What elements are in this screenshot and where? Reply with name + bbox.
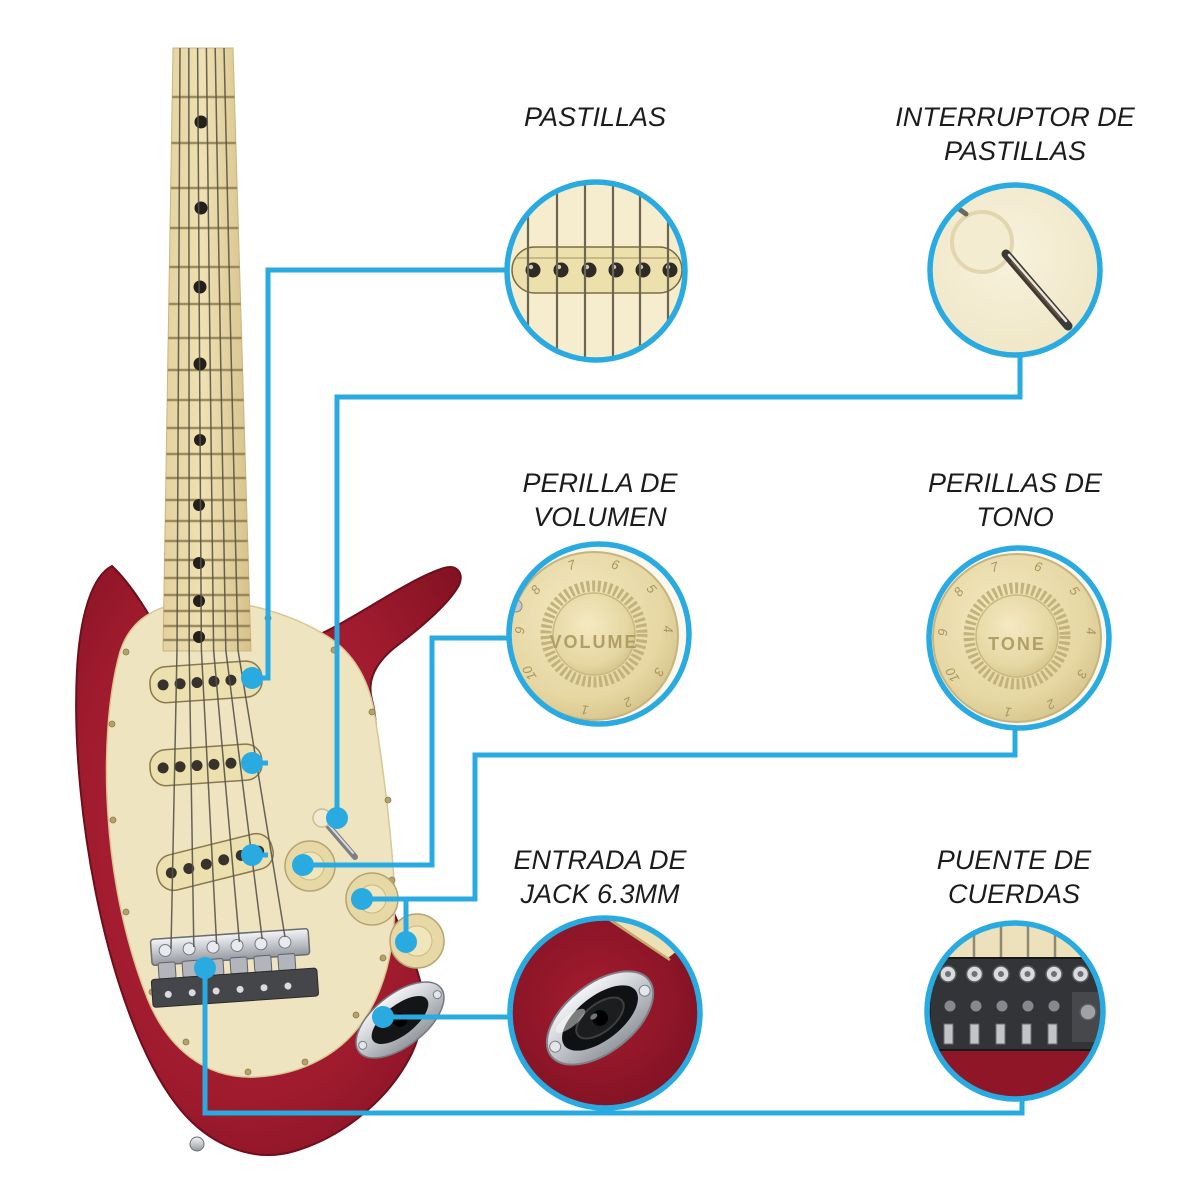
dot-tone-knob-1 (351, 888, 373, 910)
knob-scale-number: 6 (1033, 558, 1045, 575)
dot-tone-knob-2 (395, 931, 417, 953)
tremolo-bridge (149, 927, 320, 1008)
pastillas-circle-ring (504, 179, 688, 363)
label-tono-line2: TONO (976, 502, 1054, 532)
label-pastillas-line1: PASTILLAS (523, 102, 667, 132)
dot-bridge-pickup (241, 844, 263, 866)
label-pastillas: PASTILLAS (445, 100, 745, 134)
dot-bridge (194, 957, 216, 979)
dot-jack (372, 1006, 394, 1028)
guitar-photo (75, 47, 462, 1156)
middle-pickup (149, 743, 263, 787)
label-puente-cuerdas: PUENTE DE CUERDAS (864, 843, 1164, 911)
label-entrada-jack: ENTRADA DE JACK 6.3MM (450, 843, 750, 911)
label-perillas-tono: PERILLAS DE TONO (865, 466, 1165, 534)
knob-scale-number: 1 (1003, 704, 1012, 720)
knob-scale-number: 9 (512, 626, 527, 634)
strap-button (189, 1136, 205, 1152)
jack-plate (355, 981, 445, 1059)
puente-callout-circle (924, 920, 1106, 1102)
strings (170, 47, 286, 950)
knob-scale-number: 9 (935, 628, 950, 636)
interruptor-circle-ring (927, 182, 1103, 358)
interruptor-callout-circle (927, 182, 1103, 358)
volumen-circle-ring (506, 541, 692, 727)
tone-knob-text: TONE (988, 634, 1046, 654)
dot-neck-pickup (241, 667, 263, 689)
label-interruptor-line2: PASTILLAS (943, 136, 1087, 166)
label-volumen-line2: VOLUMEN (533, 502, 667, 532)
pastillas-callout-circle (504, 179, 688, 363)
connector-interruptor (334, 352, 1023, 818)
label-interruptor: INTERRUPTOR DE PASTILLAS (865, 100, 1165, 168)
label-perilla-volumen: PERILLA DE VOLUMEN (440, 466, 760, 534)
knob-scale-number: 4 (1083, 627, 1099, 636)
jack-callout-circle (507, 915, 703, 1111)
jack-circle-ring (507, 915, 703, 1111)
label-interruptor-line1: INTERRUPTOR DE (895, 102, 1135, 132)
knob-scale-number: 6 (610, 556, 622, 573)
volume-knob-text: VOLUME (549, 632, 638, 652)
puente-circle-ring (924, 920, 1106, 1102)
label-jack-line2: JACK 6.3MM (520, 879, 680, 909)
tono-circle-ring (926, 545, 1112, 731)
callout-anchor-dots (194, 667, 417, 1028)
label-volumen-line1: PERILLA DE (522, 468, 678, 498)
label-tono-line1: PERILLAS DE (927, 468, 1103, 498)
label-jack-line1: ENTRADA DE (513, 845, 687, 875)
knob-scale-number: 1 (580, 702, 589, 718)
dot-middle-pickup (241, 752, 263, 774)
pickup-selector-switch (312, 808, 358, 860)
label-puente-line1: PUENTE DE (936, 845, 1092, 875)
label-puente-line2: CUERDAS (947, 879, 1081, 909)
connector-puente (202, 968, 1025, 1116)
knob-scale-number: 4 (660, 625, 676, 634)
dot-volume-knob (292, 854, 314, 876)
dot-switch (326, 807, 348, 829)
connector-volumen (303, 635, 510, 868)
